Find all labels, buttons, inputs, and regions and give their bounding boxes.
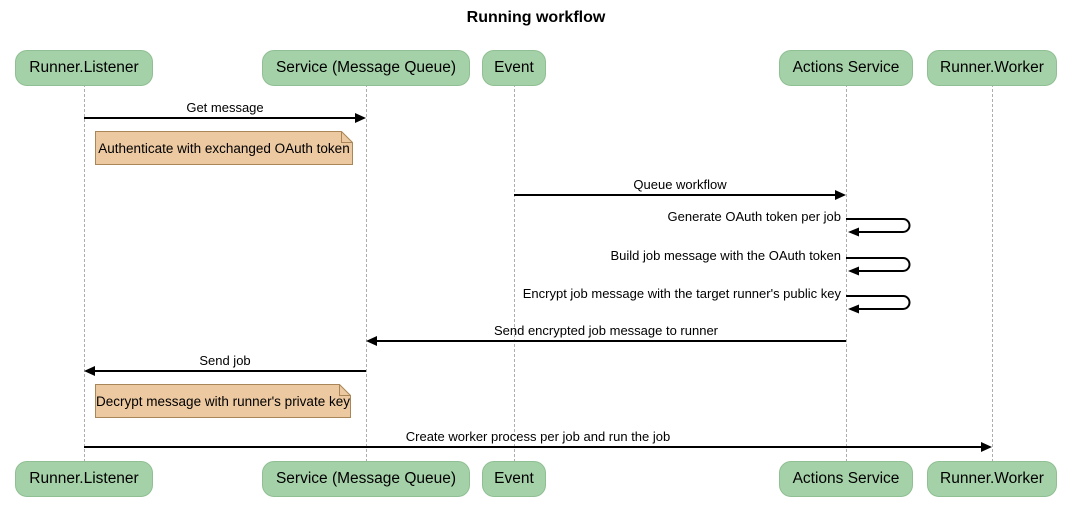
lifeline-service-mq [366,84,367,462]
message-arrow-get-message [84,117,355,119]
actor-top-actions-service: Actions Service [779,50,913,86]
actor-bottom-event: Event [482,461,546,497]
message-arrow-send-job [95,370,366,372]
arrowhead-left-icon [366,336,377,346]
lifeline-event [514,84,515,462]
self-message-loop-icon [846,257,911,276]
note-text: Decrypt message with runner's private ke… [96,393,350,409]
note-authenticate: Authenticate with exchanged OAuth token [95,131,353,165]
note-shape-icon [95,384,351,418]
note-decrypt: Decrypt message with runner's private ke… [95,384,351,418]
message-label-generate-oauth-token: Generate OAuth token per job [667,209,841,224]
lifeline-actions-service [846,84,847,462]
diagram-title: Running workflow [466,9,606,26]
note-text: Authenticate with exchanged OAuth token [98,140,350,156]
actor-bottom-runner-worker: Runner.Worker [927,461,1057,497]
arrowhead-left-icon [84,366,95,376]
actor-top-event: Event [482,50,546,86]
arrowhead-right-icon [355,113,366,123]
message-label-build-job-message: Build job message with the OAuth token [610,248,841,263]
actor-bottom-service-mq: Service (Message Queue) [262,461,470,497]
message-label-get-message: Get message [186,100,264,115]
self-message-loop-icon [846,218,911,237]
message-arrow-send-encrypted-job [377,340,846,342]
actor-bottom-runner-listener: Runner.Listener [15,461,153,497]
self-message-loop-icon [846,295,911,314]
message-arrow-queue-workflow [514,194,835,196]
actor-bottom-actions-service: Actions Service [779,461,913,497]
lifeline-runner-listener [84,84,85,462]
lifeline-runner-worker [992,84,993,462]
message-label-send-job: Send job [199,353,251,368]
message-label-queue-workflow: Queue workflow [633,177,727,192]
message-label-create-worker: Create worker process per job and run th… [405,429,671,444]
actor-top-runner-listener: Runner.Listener [15,50,153,86]
actor-top-service-mq: Service (Message Queue) [262,50,470,86]
actor-top-runner-worker: Runner.Worker [927,50,1057,86]
note-shape-icon [95,131,353,165]
message-label-encrypt-job-message: Encrypt job message with the target runn… [522,286,841,301]
arrowhead-right-icon [835,190,846,200]
arrowhead-right-icon [981,442,992,452]
message-label-send-encrypted-job: Send encrypted job message to runner [493,323,719,338]
message-arrow-create-worker [84,446,981,448]
